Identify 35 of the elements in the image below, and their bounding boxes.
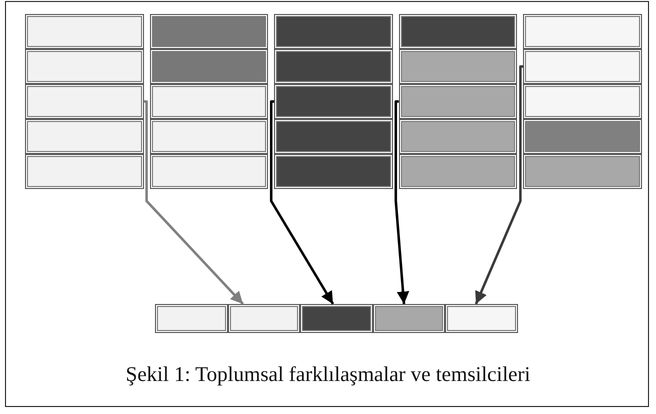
- grid-cell: [150, 84, 268, 119]
- grid-cell: [25, 14, 144, 49]
- grid-cell: [523, 154, 642, 189]
- grid-cell: [523, 119, 642, 154]
- grid-cell: [274, 84, 393, 119]
- arrow: [394, 100, 410, 304]
- arrow: [270, 100, 334, 305]
- grid-cell: [523, 84, 642, 119]
- target-cell: [300, 304, 373, 333]
- grid-cell: [25, 119, 144, 154]
- target-cell: [228, 304, 300, 333]
- grid-cell: [150, 49, 268, 84]
- grid-cell: [150, 154, 268, 189]
- grid-cell: [398, 119, 518, 154]
- grid-cell: [398, 84, 518, 119]
- grid-cell: [150, 119, 268, 154]
- grid-cell: [398, 154, 518, 189]
- grid-cell: [274, 49, 393, 84]
- target-cell: [445, 304, 518, 333]
- arrow: [474, 65, 524, 304]
- grid-cell: [274, 119, 393, 154]
- grid-cell: [25, 154, 144, 189]
- target-cell: [372, 304, 446, 333]
- arrow: [144, 100, 244, 305]
- grid-cell: [150, 14, 268, 49]
- target-cell: [155, 304, 228, 333]
- grid-cell: [398, 49, 518, 84]
- grid-cell: [274, 14, 393, 49]
- grid-cell: [523, 14, 642, 49]
- figure-caption: Şekil 1: Toplumsal farklılaşmalar ve temsilcileri: [124, 362, 532, 387]
- grid-cell: [398, 14, 518, 49]
- grid-cell: [25, 49, 144, 84]
- grid-cell: [523, 49, 642, 84]
- grid-cell: [274, 154, 393, 189]
- grid-cell: [25, 84, 144, 119]
